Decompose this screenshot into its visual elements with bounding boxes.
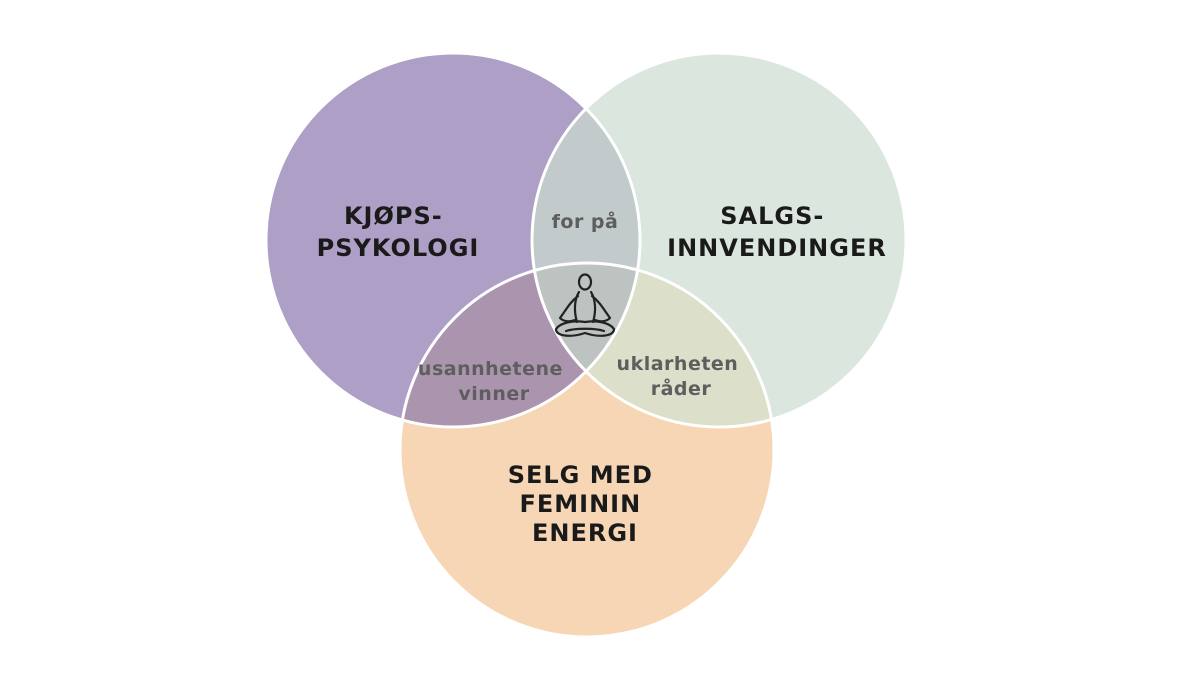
- label-usannhetene-vinner: usannhetene vinner: [418, 358, 570, 405]
- label-line: FEMININ: [519, 490, 641, 518]
- label-line: SELG MED: [508, 461, 653, 489]
- label-line: KJØPS-: [344, 202, 443, 230]
- label-for-pa: for på: [552, 209, 619, 233]
- label-kjops-psykologi: KJØPS- PSYKOLOGI: [317, 202, 480, 262]
- label-line: SALGS-: [720, 202, 824, 230]
- overlap-right: [532, 263, 774, 427]
- label-line: vinner: [458, 383, 529, 405]
- label-salgs-innvendinger: SALGS- INNVENDINGER: [667, 202, 887, 262]
- label-line: råder: [651, 376, 712, 400]
- label-uklarheten-rader: uklarheten råder: [617, 353, 746, 400]
- label-line: usannhetene: [418, 358, 563, 380]
- circle-outlines: [264, 51, 908, 639]
- label-line: ENERGI: [532, 519, 638, 547]
- label-line: uklarheten: [617, 353, 739, 375]
- label-selg-med-feminin-energi: SELG MED FEMININ ENERGI: [508, 461, 663, 547]
- label-line: for på: [552, 209, 619, 233]
- label-line: PSYKOLOGI: [317, 234, 480, 262]
- overlap-left: [400, 263, 640, 427]
- label-line: INNVENDINGER: [667, 234, 887, 262]
- meditation-person-icon: [554, 273, 616, 337]
